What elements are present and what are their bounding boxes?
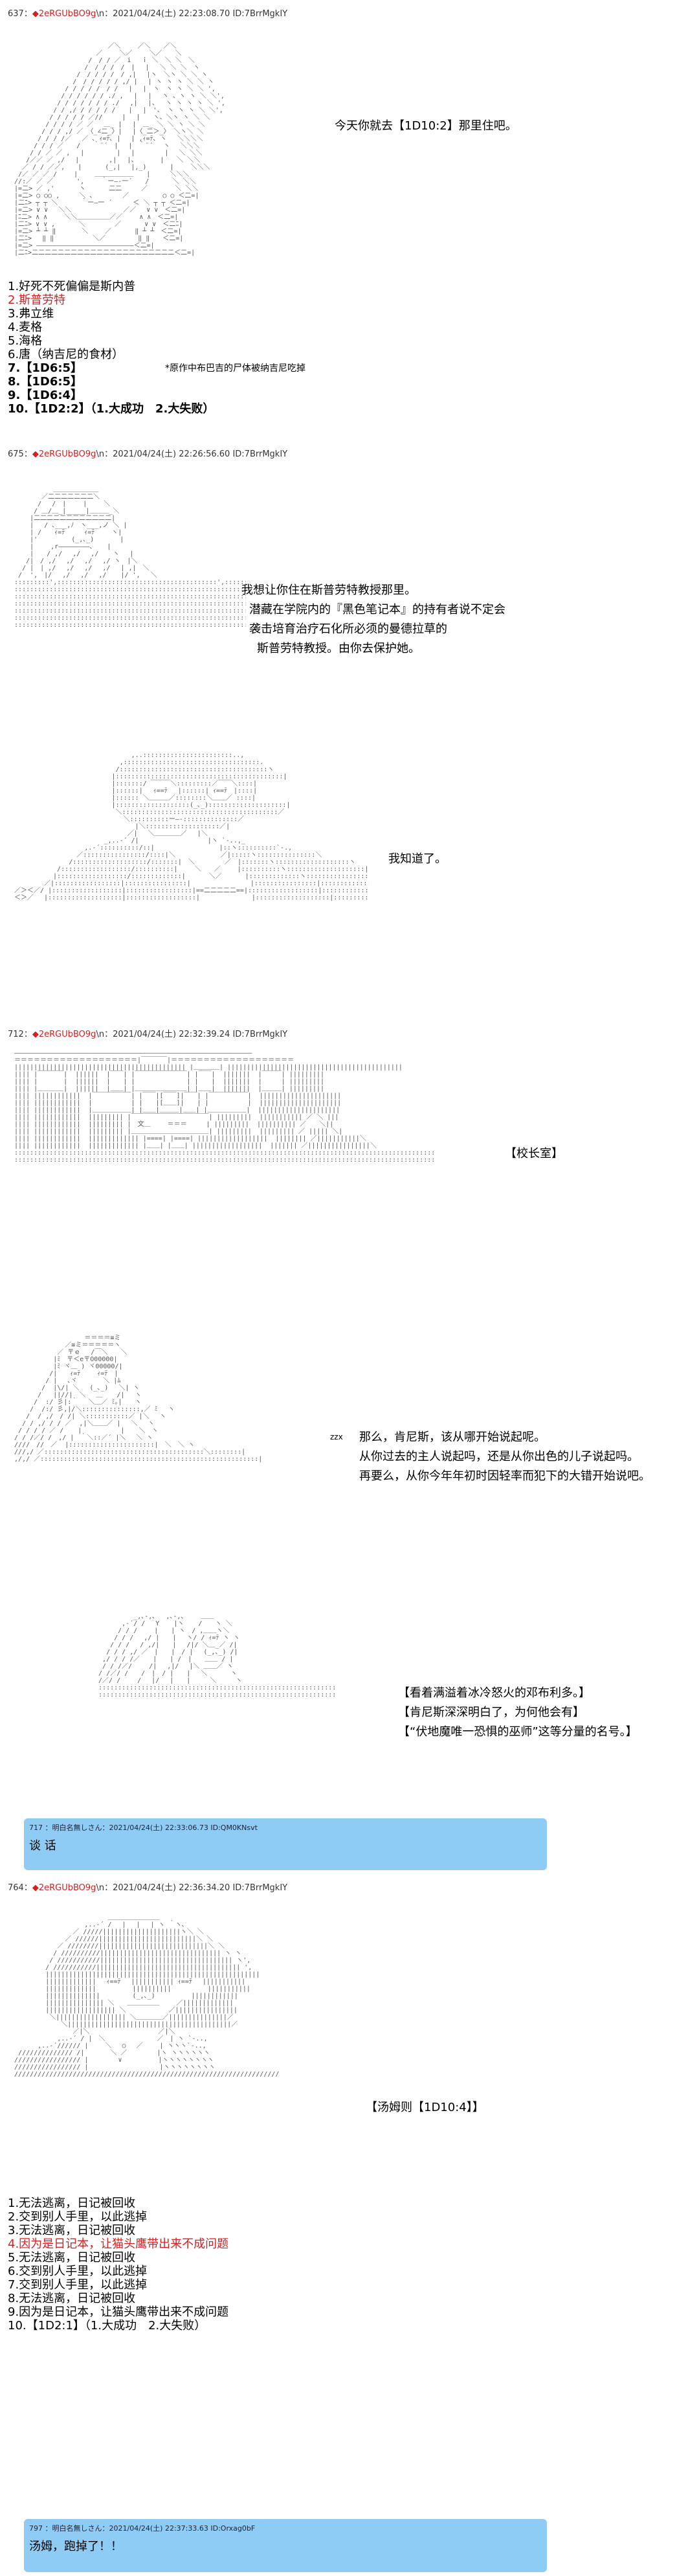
list-item: 5.无法逃离，日记被回收 [8,2251,136,2265]
ascii-art-headmaster-office: ――――――――――――――――――――――――――――――――――――――――… [14,1050,436,1164]
speech-line: 袭击培育治疗石化所必须的曼德拉草的 [249,622,447,636]
post-number[interactable]: 675 [8,449,24,459]
list-item: 3.弗立维 [8,307,54,321]
post-number[interactable]: 712 [8,1030,24,1039]
scene-label: 【校长室】 [505,1147,563,1160]
speech-line: 斯普劳特教授。由你去保护她。 [257,642,420,655]
trip-suffix: \n [96,1030,105,1039]
list-item: 3.无法逃离，日记被回收 [8,2224,136,2237]
list-item: 10.【1D2:1】（1.大成功 2.大失败） [8,2319,206,2333]
list-item: 10.【1D2:2】（1.大成功 2.大失败） [8,402,215,416]
list-item: 5.海格 [8,334,43,348]
post-header: 712：◆2eRGUbBO9g\n：2021/04/24(土) 22:32:39… [8,1027,287,1039]
speech-line: 我想让你住在斯普劳特教授那里。 [241,583,416,597]
narration-line: 【看着满溢着冰冷怒火的邓布利多。】 [398,1686,590,1700]
post-date: ：2021/04/24(土) 22:36:34.20 ID:7BrrMgkIY [104,1883,288,1893]
narration-line: 【“伏地魔唯一恐惧的巫师”这等分量的名号。】 [398,1725,638,1739]
dice-result-list: 1.无法逃离，日记被回收 2.交到别人手里，以此逃掉 3.无法逃离，日记被回收 … [8,2197,228,2333]
reply-bubble: 797 ：明白名無しさん：2021/04/24(土) 22:37:33.63 I… [24,2519,547,2572]
trip-code: ◆2eRGUbBO9g [32,1883,96,1893]
trip-code: ◆2eRGUbBO9g [32,449,96,459]
ascii-art-kenneth: ,..:::::::::::::::::::::::.., ,:::::::::… [14,752,369,901]
header-separator: ： [23,1883,32,1893]
list-item: 2.斯普劳特 [8,293,66,307]
post-number[interactable]: 764 [8,1883,24,1893]
list-item: 1.无法逃离，日记被回收 [8,2197,136,2210]
ascii-art-snape: ／＼ ／＼ ／＼ ／ ＼／ ＼／ ＼ / / / ／ i ｉ ＼ ＼ ＼ ＼ /… [14,43,225,256]
list-item: 4.麦格 [8,321,43,334]
list-item: 8.【1D6:5】 [8,375,83,389]
trip-suffix: \n [96,449,105,459]
reply-header[interactable]: 797 ：明白名無しさん：2021/04/24(土) 22:37:33.63 I… [29,2524,256,2533]
speech-line: 再要么，从你今年年初时因轻率而犯下的大错开始说吧。 [359,1469,650,1483]
list-item: 1.好死不死偏偏是斯内普 [8,280,136,293]
list-item: 6.唐（纳吉尼的食材） [8,348,124,361]
speech-line: 从你过去的主人说起吗，还是从你出色的儿子说起吗。 [359,1450,639,1463]
list-item: 9.因为是日记本，让猫头鹰带出来不成问题 [8,2305,229,2319]
narration-line: 【肯尼斯深深明白了，为何他会有】 [398,1706,584,1719]
trip-suffix: \n [96,1883,105,1893]
list-item: 4.因为是日记本，让猫头鹰带出来不成问题 [8,2237,229,2251]
post-date: ：2021/04/24(土) 22:26:56.60 ID:7BrrMgkIY [104,449,288,459]
list-item: 7.交到别人手里，以此逃掉 [8,2278,148,2292]
reply-bubble: 717 ：明白名無しさん：2021/04/24(土) 22:33:06.73 I… [24,1818,547,1870]
dice-result-list: 1.好死不死偏偏是斯内普 2.斯普劳特 3.弗立维 4.麦格 5.海格 6.唐（… [8,280,214,416]
list-item: 2.交到别人手里，以此逃掉 [8,2210,148,2224]
header-separator: ： [23,9,32,19]
speech-line: 【汤姆则【1D10:4】】 [366,2101,484,2114]
ascii-art-tom-riddle: ＿＿＿＿＿＿＿＿ ,..-´ / | | | ヽ ｀ヽ､ ／ /////||||… [14,1914,280,2078]
trip-code: ◆2eRGUbBO9g [32,9,96,19]
post-header: 764：◆2eRGUbBO9g\n：2021/04/24(土) 22:36:34… [8,1881,287,1893]
ascii-art-dumbledore-angry: ＝＝＝＝≡ミ ／≡ミ＝＝＝＝＝ヽ ／ 〒ｅ /￣＼ ＼ |ﾐ 〒＜e〒O0000… [14,1335,263,1463]
speech-line: 我知道了。 [388,852,447,866]
speech-line: 今天你就去【1D10:2】那里住吧。 [335,119,517,133]
ascii-art-dumbledore: ＿＿＿＿＿＿＿ ／二二二二二二二＼ / / | | ＼ / ＿/＿_|_____… [14,486,246,629]
ascii-art-kenneth-thinking: _,､-,､ ,､-,､ ＿＿ ,-´/ / Y |ヽ / ヽ ＼ / / / … [98,1613,337,1699]
trip-suffix: \n [96,9,105,19]
list-item: 9.【1D6:4】 [8,389,83,402]
sfx-text: zzx [330,1432,343,1441]
reply-text: 谈 话 [29,1839,56,1853]
speech-line: 那么，肯尼斯，该从哪开始说起呢。 [359,1430,546,1444]
post-date: ：2021/04/24(土) 22:32:39.24 ID:7BrrMgkIY [104,1030,288,1039]
list-item: 7.【1D6:5】 [8,361,83,375]
footnote: *原作中布巴吉的尸体被纳吉尼吃掉 [165,363,305,374]
header-separator: ： [23,1030,32,1039]
post-date: ：2021/04/24(土) 22:23:08.70 ID:7BrrMgkIY [104,9,288,19]
trip-code: ◆2eRGUbBO9g [32,1030,96,1039]
reply-text: 汤姆，跑掉了！！ [29,2540,122,2553]
list-item: 8.无法逃离，日记被回收 [8,2292,136,2305]
list-item: 6.交到别人手里，以此逃掉 [8,2265,148,2278]
post-number[interactable]: 637 [8,9,24,19]
post-header: 675：◆2eRGUbBO9g\n：2021/04/24(土) 22:26:56… [8,447,287,459]
reply-header[interactable]: 717 ：明白名無しさん：2021/04/24(土) 22:33:06.73 I… [29,1824,258,1832]
header-separator: ： [23,449,32,459]
post-header: 637：◆2eRGUbBO9g\n：2021/04/24(土) 22:23:08… [8,6,287,19]
speech-line: 潜藏在学院内的『黑色笔记本』的持有者说不定会 [249,603,505,616]
